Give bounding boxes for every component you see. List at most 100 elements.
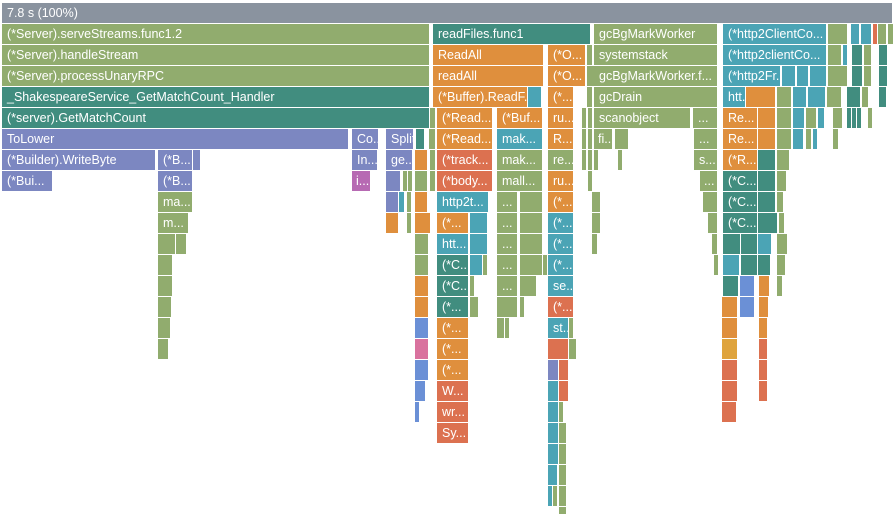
flame-cell[interactable]	[828, 66, 847, 86]
flame-cell[interactable]	[759, 297, 768, 317]
flame-cell[interactable]	[777, 255, 785, 275]
flame-cell[interactable]: (*B...	[158, 171, 192, 191]
flame-cell[interactable]	[572, 339, 576, 359]
flame-cell[interactable]: (*C...	[723, 192, 757, 212]
flame-cell[interactable]	[548, 381, 558, 401]
flame-cell[interactable]: (*Server).handleStream	[2, 45, 429, 65]
flame-cell[interactable]	[758, 255, 770, 275]
flame-cell[interactable]: (*Server).serveStreams.func1.2	[2, 24, 429, 44]
flame-cell[interactable]	[415, 381, 425, 401]
flame-cell[interactable]	[758, 192, 775, 212]
flame-cell[interactable]	[559, 423, 566, 443]
flame-cell[interactable]	[758, 129, 775, 149]
flame-cell[interactable]	[594, 150, 598, 170]
flame-cell[interactable]	[415, 276, 428, 296]
flame-cell[interactable]	[559, 444, 566, 464]
flame-cell[interactable]	[712, 234, 717, 254]
flame-cell[interactable]	[408, 171, 412, 191]
flame-cell[interactable]: (*...	[437, 339, 468, 359]
flame-cell[interactable]	[806, 108, 816, 128]
flame-cell[interactable]: _ShakespeareService_GetMatchCount_Handle…	[2, 87, 429, 107]
flame-cell[interactable]: (*B...	[158, 150, 192, 170]
flame-cell[interactable]	[158, 339, 168, 359]
flame-cell[interactable]: ...	[497, 192, 517, 212]
flame-cell[interactable]	[851, 24, 859, 44]
flame-cell[interactable]: ...	[694, 129, 717, 149]
flame-cell[interactable]: ...	[497, 255, 517, 275]
flame-cell[interactable]: mak...	[497, 150, 542, 170]
flame-cell[interactable]	[703, 192, 717, 212]
flame-cell[interactable]: (*Bui...	[2, 171, 52, 191]
flame-cell[interactable]	[158, 276, 172, 296]
flame-cell[interactable]	[723, 234, 740, 254]
flame-cell[interactable]	[723, 276, 738, 296]
flame-cell[interactable]	[548, 360, 558, 380]
flame-cell[interactable]	[758, 108, 775, 128]
flame-cell[interactable]	[415, 192, 427, 212]
flame-cell[interactable]	[429, 129, 435, 149]
flame-cell[interactable]	[415, 402, 419, 422]
flame-cell[interactable]	[777, 192, 783, 212]
flame-cell[interactable]	[415, 318, 428, 338]
flame-cell[interactable]	[474, 297, 478, 317]
flame-cell[interactable]: (*...	[548, 192, 573, 212]
flame-cell[interactable]: Co...	[352, 129, 378, 149]
flame-cell[interactable]	[746, 87, 775, 107]
flame-cell[interactable]	[415, 297, 428, 317]
flame-cell[interactable]	[415, 360, 428, 380]
flame-cell[interactable]	[415, 171, 427, 191]
flame-cell[interactable]	[714, 255, 718, 275]
flame-cell[interactable]	[520, 297, 524, 317]
flame-cell[interactable]	[793, 87, 806, 107]
flame-cell[interactable]	[548, 402, 558, 422]
flame-cell[interactable]: W...	[437, 381, 468, 401]
flame-cell[interactable]	[777, 108, 791, 128]
flame-cell[interactable]	[864, 45, 871, 65]
flame-cell[interactable]	[470, 297, 474, 317]
flame-cell[interactable]	[833, 108, 842, 128]
flame-cell[interactable]	[415, 234, 428, 254]
flame-cell[interactable]: (*Server).processUnaryRPC	[2, 66, 429, 86]
flame-cell[interactable]: se...	[548, 276, 573, 296]
flame-cell[interactable]	[587, 66, 591, 86]
flame-cell[interactable]	[592, 192, 600, 212]
flame-cell[interactable]: ru...	[548, 108, 573, 128]
flame-cell[interactable]	[543, 255, 547, 275]
flame-cell[interactable]	[793, 129, 803, 149]
flame-cell[interactable]: ...	[693, 108, 717, 128]
flame-cell[interactable]	[852, 108, 856, 128]
flame-cell[interactable]: readFiles.func1	[433, 24, 590, 44]
flame-cell[interactable]: (*...	[548, 255, 573, 275]
flame-cell[interactable]	[548, 423, 558, 443]
flame-cell[interactable]	[722, 381, 737, 401]
flame-cell[interactable]: (*...	[437, 297, 468, 317]
flame-cell[interactable]: ge...	[386, 150, 412, 170]
flame-cell[interactable]: Re...	[723, 129, 757, 149]
flame-cell[interactable]	[559, 507, 566, 514]
flame-cell[interactable]	[588, 129, 592, 149]
flame-cell[interactable]	[559, 465, 566, 485]
flame-cell[interactable]: (*O...	[548, 66, 585, 86]
flame-cell[interactable]	[759, 339, 767, 359]
flame-cell[interactable]	[828, 24, 847, 44]
flame-cell[interactable]	[415, 255, 428, 275]
flame-cell[interactable]	[758, 150, 775, 170]
flame-cell[interactable]: ToLower	[2, 129, 348, 149]
flame-cell[interactable]	[588, 150, 592, 170]
flame-cell[interactable]	[861, 24, 871, 44]
flame-cell[interactable]	[520, 213, 542, 233]
flame-cell[interactable]	[158, 255, 172, 275]
flame-cell[interactable]: gcBgMarkWorker.f...	[594, 66, 717, 86]
flame-cell[interactable]	[740, 276, 754, 296]
flame-cell[interactable]	[708, 213, 717, 233]
flame-cell[interactable]: (*...	[437, 360, 468, 380]
flame-cell[interactable]: (*...	[548, 213, 573, 233]
flame-cell[interactable]	[852, 45, 862, 65]
flame-cell[interactable]	[399, 192, 404, 212]
flame-cell[interactable]	[810, 66, 826, 86]
flame-cell[interactable]: (*track...	[437, 150, 492, 170]
flame-cell[interactable]	[520, 234, 542, 254]
flame-cell[interactable]	[813, 129, 817, 149]
flame-cell[interactable]	[777, 129, 791, 149]
flame-cell[interactable]	[520, 255, 542, 275]
